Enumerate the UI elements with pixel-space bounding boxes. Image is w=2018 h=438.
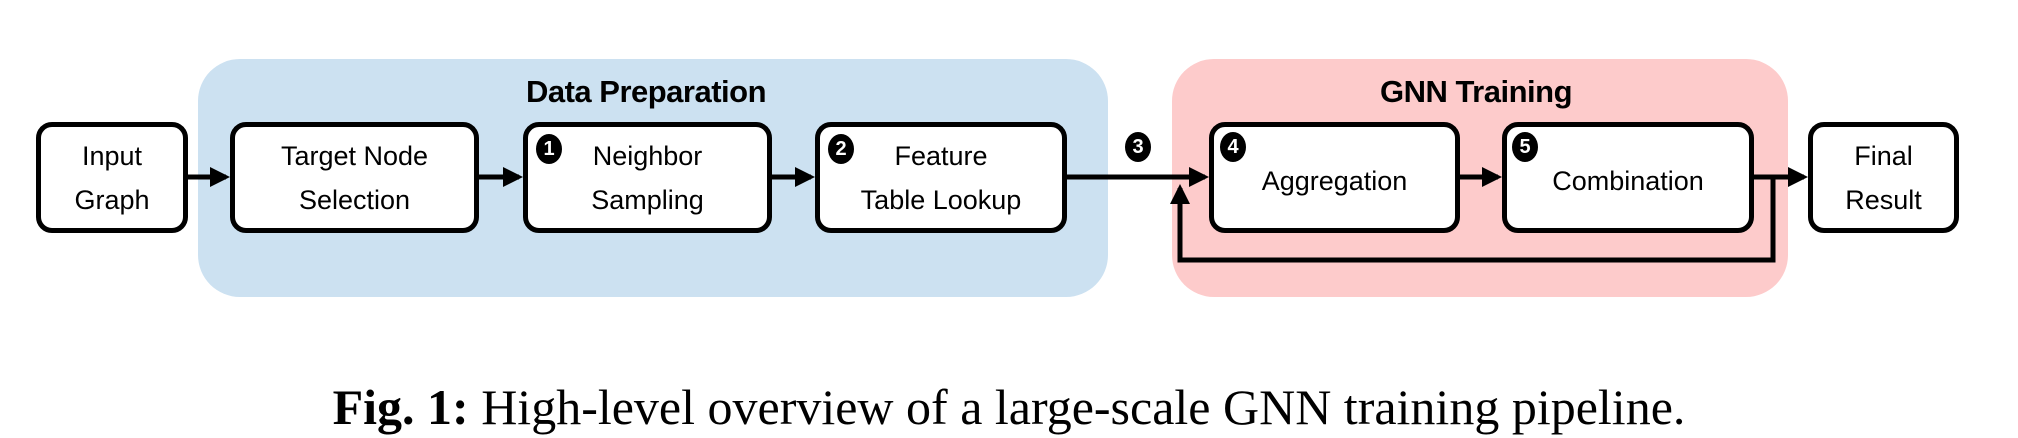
input-graph-line2: Graph [74,184,150,215]
final-result-line1: Final [1854,140,1913,171]
figure-caption: Fig. 1: High-level overview of a large-s… [0,378,2018,436]
feature-table-lookup-line1: Feature [894,140,988,171]
aggregation-node: Aggregation [1209,122,1460,233]
data-preparation-title: Data Preparation [525,74,767,109]
target-node-selection-line1: Target Node [280,140,429,171]
input-graph-node: Input Graph [36,122,188,233]
neighbor-sampling-node: Neighbor Sampling [523,122,772,233]
step-2-badge: 2 [828,134,854,164]
neighbor-sampling-line1: Neighbor [592,140,703,171]
input-graph-line1: Input [81,140,143,171]
step-4-badge: 4 [1220,132,1246,162]
aggregation-label: Aggregation [1261,166,1408,196]
step-1-badge: 1 [536,134,562,164]
final-result-node: Final Result [1808,122,1959,233]
step-3-badge: 3 [1125,132,1151,162]
feature-table-lookup-node: Feature Table Lookup [815,122,1067,233]
combination-node: Combination [1502,122,1754,233]
combination-label: Combination [1552,166,1704,196]
final-result-line2: Result [1845,184,1922,215]
caption-label: Fig. 1: [332,379,469,435]
step-5-badge: 5 [1512,132,1538,162]
target-node-selection-line2: Selection [298,184,411,215]
neighbor-sampling-line2: Sampling [591,184,704,215]
gnn-training-title: GNN Training [1379,74,1573,109]
caption-text: High-level overview of a large-scale GNN… [468,379,1686,435]
feature-table-lookup-line2: Table Lookup [860,184,1022,215]
feedback-loop-arrow [1170,177,1776,263]
target-node-selection-node: Target Node Selection [230,122,479,233]
